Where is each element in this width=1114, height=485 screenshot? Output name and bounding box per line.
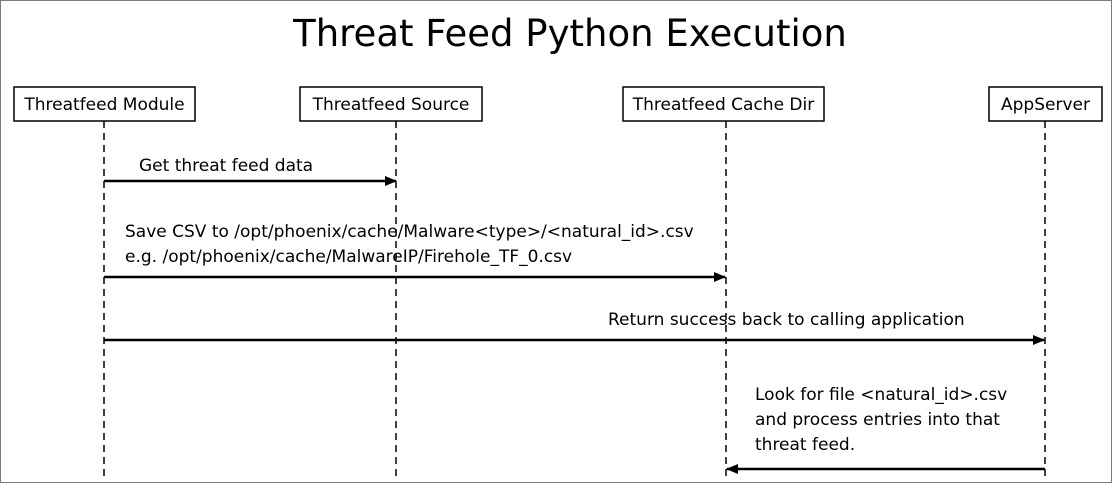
participant-threatfeed-module: Threatfeed Module: [13, 86, 196, 122]
message-label: e.g. /opt/phoenix/cache/MalwareIP/Fireho…: [125, 247, 572, 267]
message-label: Save CSV to /opt/phoenix/cache/Malware<t…: [125, 222, 694, 242]
message-label: Look for file <natural_id>.csv: [755, 385, 1007, 405]
message-label: Return success back to calling applicati…: [608, 310, 965, 330]
participant-label: Threatfeed Module: [23, 95, 184, 115]
participant-label: AppServer: [1001, 95, 1090, 115]
participant-label: Threatfeed Cache Dir: [632, 95, 815, 115]
participant-label: Threatfeed Source: [312, 95, 470, 115]
diagram-title: Threat Feed Python Execution: [292, 12, 847, 55]
participant-box: [622, 86, 825, 122]
message-return-success: Return success back to calling applicati…: [104, 310, 1045, 345]
message-label: Get threat feed data: [139, 156, 313, 176]
message-save-csv: Save CSV to /opt/phoenix/cache/Malware<t…: [104, 222, 726, 282]
participant-box: [13, 86, 196, 122]
message-label: threat feed.: [755, 435, 855, 455]
message-look-for-file: Look for file <natural_id>.csv and proce…: [726, 385, 1045, 474]
participant-box: [299, 86, 483, 122]
participant-appserver: AppServer: [988, 86, 1103, 122]
message-label: and process entries into that: [755, 410, 1000, 430]
participant-threatfeed-cache-dir: Threatfeed Cache Dir: [622, 86, 825, 122]
participant-box: [988, 86, 1103, 122]
participant-threatfeed-source: Threatfeed Source: [299, 86, 483, 122]
message-get-threat-feed-data: Get threat feed data: [104, 156, 397, 186]
